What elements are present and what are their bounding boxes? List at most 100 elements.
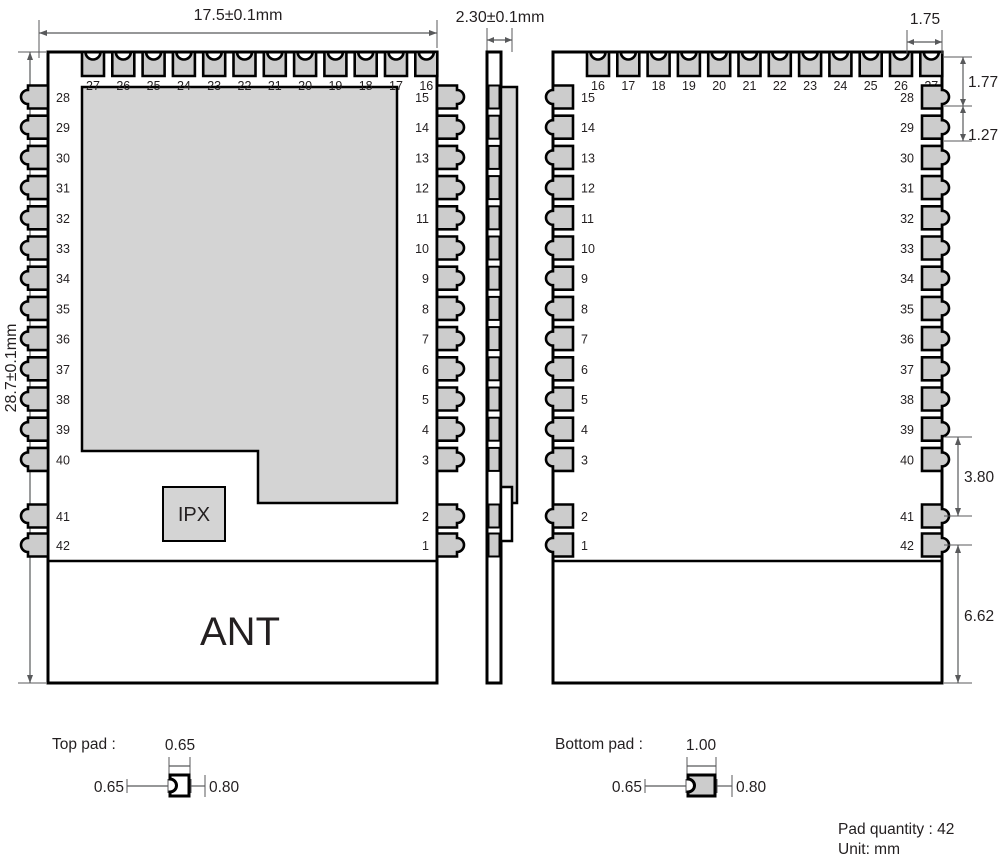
castellated-pad	[585, 50, 611, 78]
castellated-pad	[544, 386, 575, 412]
castellated-pad	[19, 295, 50, 322]
notes-block: Pad quantity : 42 Unit: mm	[838, 821, 954, 858]
castellated-pad	[544, 205, 575, 231]
side-view-pad-segments	[487, 84, 501, 558]
castellated-pad	[920, 144, 951, 171]
shield-can	[80, 85, 399, 505]
dim-pad-pitch: 1.27	[944, 105, 998, 144]
castellated-pad	[435, 416, 466, 442]
pin-number-9: 9	[581, 272, 588, 286]
bottom-pad-shape	[686, 773, 717, 798]
castellated-pad	[80, 50, 106, 78]
castellated-pad	[201, 50, 227, 78]
castellated-pad	[435, 356, 466, 382]
castellated-pad	[544, 235, 575, 261]
pin-number-27: 27	[86, 79, 100, 93]
bottom-pad-width-label: 1.00	[686, 737, 717, 754]
pin-number-29: 29	[900, 121, 914, 135]
edge-offset-label: 1.75	[910, 11, 940, 28]
castellated-pad	[19, 325, 50, 352]
pin-number-17: 17	[621, 79, 635, 93]
pad-gap-label: 3.80	[964, 469, 995, 486]
castellated-pad	[435, 235, 466, 261]
castellated-pad	[920, 356, 951, 382]
side-view-pad	[487, 356, 501, 382]
castellated-pad	[920, 386, 951, 412]
castellated-pad	[920, 325, 951, 352]
pin-number-34: 34	[56, 272, 70, 286]
pin-number-13: 13	[581, 151, 595, 165]
pin-number-16: 16	[419, 79, 433, 93]
pin-number-15: 15	[415, 91, 429, 105]
side-view-pad	[487, 446, 501, 472]
pin-number-4: 4	[581, 423, 588, 437]
castellated-pad	[920, 503, 951, 529]
bottom-view-board-outline	[551, 50, 944, 685]
top-pad-detail: Top pad : 0.65 0.65 0.80	[52, 736, 240, 798]
top-pad-width-label: 0.65	[165, 737, 195, 754]
castellated-pad	[920, 446, 951, 473]
pin-number-40: 40	[56, 453, 70, 467]
castellated-pad	[19, 503, 50, 529]
castellated-pad	[232, 50, 257, 78]
pin-number-12: 12	[415, 182, 429, 196]
antenna-height-label: 6.62	[964, 608, 994, 625]
side-view-pad	[487, 205, 501, 231]
side-view-pad	[487, 114, 501, 140]
pin-number-35: 35	[56, 302, 70, 316]
castellated-pad	[435, 325, 466, 352]
castellated-pad	[414, 50, 439, 78]
castellated-pad	[19, 416, 50, 442]
castellated-pad	[920, 265, 951, 291]
castellated-pad	[435, 446, 466, 473]
castellated-pad	[706, 50, 732, 78]
pin-number-31: 31	[900, 182, 914, 196]
castellated-pad	[19, 356, 50, 382]
pin-number-12: 12	[581, 182, 595, 196]
castellated-pad	[19, 114, 50, 140]
castellated-pad	[920, 84, 951, 110]
pin-number-33: 33	[56, 242, 70, 256]
overall-width-label: 17.5±0.1mm	[194, 7, 283, 24]
pin-number-24: 24	[177, 79, 191, 93]
ipx-connector	[162, 486, 226, 542]
pin-number-8: 8	[581, 302, 588, 316]
castellated-pad	[920, 235, 951, 261]
pin-number-2: 2	[422, 510, 429, 524]
side-view-pad	[487, 386, 501, 412]
ipx-label: IPX	[178, 504, 210, 526]
castellated-pad	[435, 265, 466, 291]
castellated-pad	[544, 114, 575, 140]
pin-number-18: 18	[652, 79, 666, 93]
dim-pad-gap: 3.80	[944, 436, 995, 517]
side-view-pad	[487, 84, 501, 110]
pin-number-2: 2	[581, 510, 588, 524]
top-pad-right-label: 0.80	[209, 779, 240, 796]
castellated-pad	[171, 50, 197, 78]
castellated-pad	[435, 174, 466, 201]
pin-number-3: 3	[422, 453, 429, 467]
pin-number-14: 14	[581, 121, 595, 135]
pin-number-5: 5	[422, 393, 429, 407]
pin-number-20: 20	[298, 79, 312, 93]
bottom-pad-detail-label: Bottom pad :	[555, 736, 643, 753]
side-view-pad	[487, 235, 501, 261]
castellated-pad	[435, 532, 466, 558]
top-pad-detail-label: Top pad :	[52, 736, 116, 753]
side-thickness-label: 2.30±0.1mm	[456, 9, 545, 26]
pin-number-42: 42	[56, 539, 70, 553]
castellated-pad	[544, 295, 575, 322]
castellated-pad	[19, 174, 50, 201]
pin-number-24: 24	[833, 79, 847, 93]
pin-number-10: 10	[415, 242, 429, 256]
pin-number-32: 32	[56, 212, 70, 226]
castellated-pad	[111, 50, 136, 78]
pin-number-36: 36	[56, 333, 70, 347]
top-pad-left-label: 0.65	[94, 779, 124, 796]
castellated-pad	[888, 50, 914, 78]
